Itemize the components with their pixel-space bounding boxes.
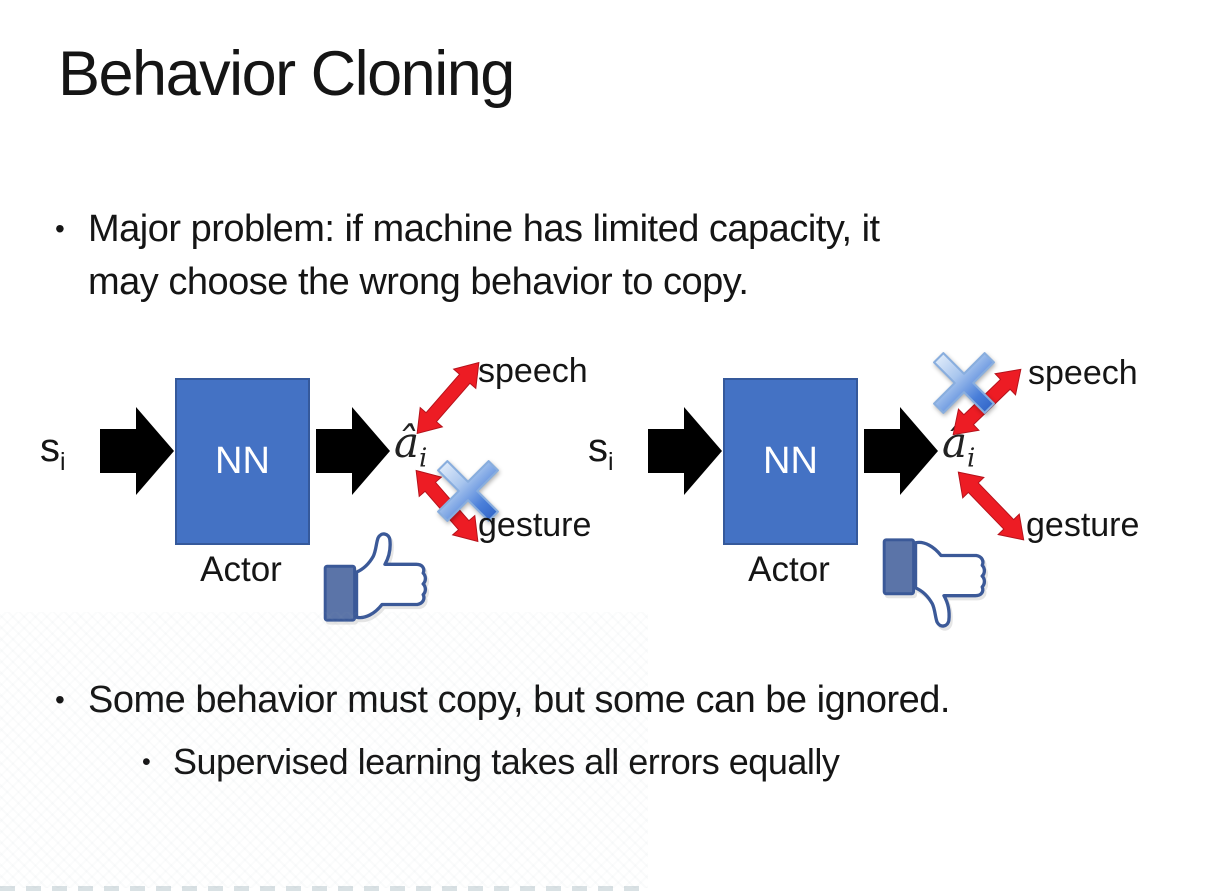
speech-label: speech <box>478 352 588 390</box>
bullet-glyph: • <box>142 748 151 776</box>
nn-box-label: NN <box>763 440 818 482</box>
flow-arrow-icon <box>100 407 174 495</box>
bullet-major-problem: • Major problem: if machine has limited … <box>55 203 1155 309</box>
bullet-some-behavior-text: Some behavior must copy, but some can be… <box>88 679 950 721</box>
nn-box-label: NN <box>215 440 270 482</box>
bullet-supervised-learning: • Supervised learning takes all errors e… <box>142 737 1142 787</box>
state-label: si <box>40 426 66 476</box>
gesture-label: gesture <box>478 506 592 544</box>
flow-arrow-icon <box>316 407 390 495</box>
bullet-glyph: • <box>55 213 65 244</box>
diagram-limited-capacity-copies-speech: si NN âi speech gesture Actor <box>30 350 642 650</box>
bottom-edge-dashes <box>0 886 645 891</box>
thumbs-down-icon <box>882 538 987 628</box>
flow-arrow-icon <box>648 407 722 495</box>
speech-label: speech <box>1028 354 1138 392</box>
bullet-major-problem-text: Major problem: if machine has limited ca… <box>88 208 880 303</box>
cross-out-icon <box>933 352 995 414</box>
diagram-limited-capacity-copies-gesture: si NN âi speech gesture Actor <box>578 350 1190 650</box>
bullet-some-behavior: • Some behavior must copy, but some can … <box>55 674 1155 727</box>
actor-label: Actor <box>748 550 830 589</box>
gesture-label: gesture <box>1026 506 1140 544</box>
action-label: âi <box>394 418 428 474</box>
flow-arrow-icon <box>864 407 938 495</box>
nn-box: NN <box>723 378 858 545</box>
bullet-supervised-learning-text: Supervised learning takes all errors equ… <box>173 741 840 782</box>
nn-box: NN <box>175 378 310 545</box>
thumbs-up-icon <box>323 532 428 622</box>
bullet-glyph: • <box>55 684 65 715</box>
state-label: si <box>588 426 614 476</box>
actor-label: Actor <box>200 550 282 589</box>
slide-title: Behavior Cloning <box>58 39 515 109</box>
